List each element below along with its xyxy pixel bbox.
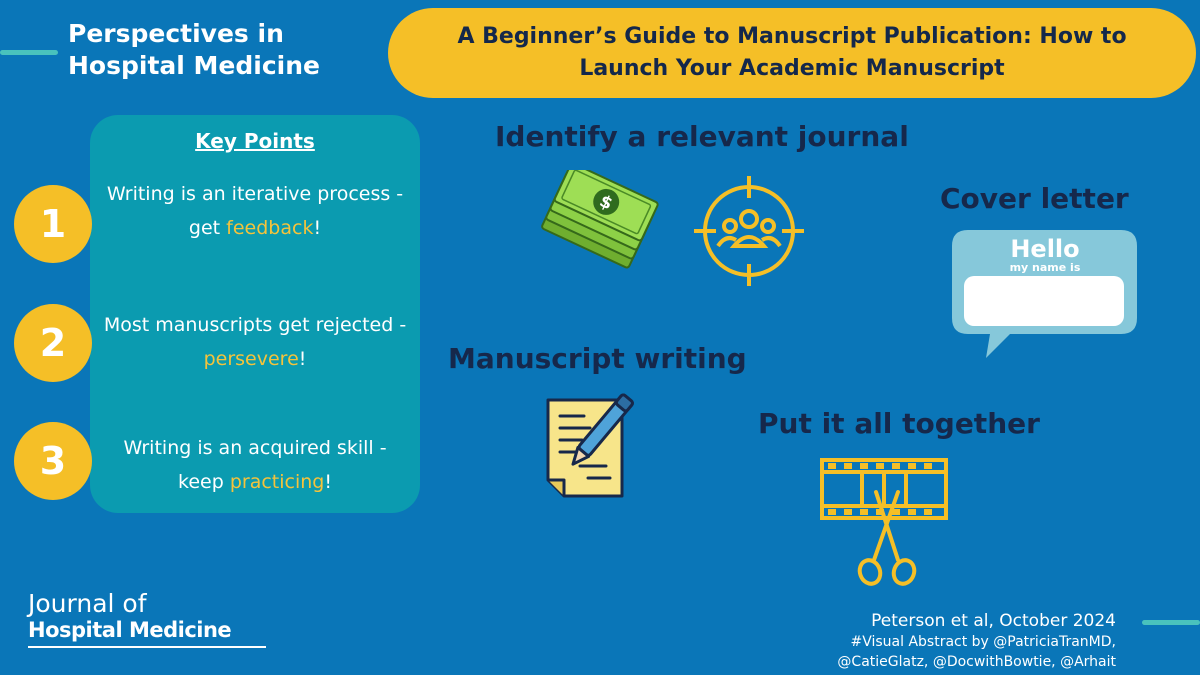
key-point-2-text: Most manuscripts get rejected - persever… — [98, 308, 412, 376]
section-heading-together: Put it all together — [758, 407, 1040, 440]
key-point-3-number: 3 — [14, 422, 92, 500]
key-point-1-number: 1 — [14, 185, 92, 263]
key-point-1-highlight: feedback — [226, 217, 314, 239]
film-scissors-icon — [818, 456, 950, 592]
journal-logo-line1: Journal of — [28, 589, 147, 618]
accent-line-bottom-right — [1142, 620, 1200, 625]
name-tag-hello: Hello — [1010, 235, 1079, 263]
money-icon: $ — [538, 162, 663, 274]
key-point-3-before: Writing is an acquired skill - keep — [123, 437, 387, 493]
citation-block: Peterson et al, October 2024 #Visual Abs… — [837, 610, 1116, 672]
document-pen-icon — [540, 392, 640, 508]
brand-title: Perspectives in Hospital Medicine — [68, 19, 320, 80]
key-point-1-before: Writing is an iterative process - get — [106, 183, 404, 239]
journal-logo-underline — [28, 646, 266, 648]
journal-logo-line2: Hospital Medicine — [28, 618, 232, 642]
key-point-2-highlight: persevere — [203, 348, 299, 370]
key-points-panel: Key Points Writing is an iterative proce… — [90, 115, 420, 513]
target-audience-icon — [690, 172, 808, 294]
credit-line-1: #Visual Abstract by @PatriciaTranMD, — [850, 634, 1116, 650]
key-point-1-after: ! — [313, 217, 322, 239]
key-point-2-number: 2 — [14, 304, 92, 382]
name-tag-my-name: my name is — [1010, 261, 1081, 274]
section-heading-writing: Manuscript writing — [448, 342, 747, 375]
key-point-1-text: Writing is an iterative process - get fe… — [98, 177, 412, 245]
citation-text: Peterson et al, October 2024 — [871, 611, 1116, 631]
key-point-2-after: ! — [298, 348, 307, 370]
section-heading-journal: Identify a relevant journal — [495, 120, 909, 153]
key-points-heading: Key Points — [195, 129, 315, 153]
credit-line-2: @CatieGlatz, @DocwithBowtie, @Arhait — [837, 654, 1116, 670]
key-point-3-highlight: practicing — [229, 471, 325, 493]
accent-line-top-left — [0, 50, 58, 55]
journal-logo: Journal of Hospital Medicine — [28, 590, 266, 648]
key-point-2-before: Most manuscripts get rejected - — [103, 314, 407, 336]
key-point-3-text: Writing is an acquired skill - keep prac… — [98, 431, 412, 499]
key-point-3-after: ! — [324, 471, 332, 493]
name-tag-icon: Hello my name is — [952, 230, 1137, 362]
page-title: A Beginner’s Guide to Manuscript Publica… — [388, 8, 1196, 98]
section-heading-cover-letter: Cover letter — [940, 182, 1129, 215]
